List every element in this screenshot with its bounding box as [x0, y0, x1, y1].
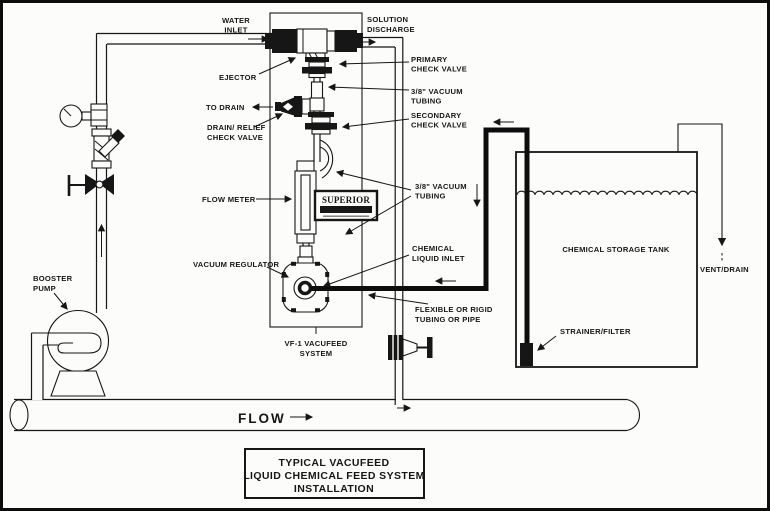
- pump-volute: [31, 332, 102, 354]
- pressure-gauge: [59, 103, 108, 128]
- strainer-filter: [520, 343, 533, 366]
- label-secondary-check-valve-2: CHECK VALVE: [411, 121, 467, 130]
- label-chemical-storage-tank: CHEMICAL STORAGE TANK: [562, 245, 670, 254]
- secondary-check-valve: [305, 112, 337, 135]
- label-flexible-tubing-2: TUBING OR PIPE: [415, 315, 481, 324]
- y-strainer: [91, 128, 125, 169]
- label-secondary-check-valve-1: SECONDARY: [411, 111, 462, 120]
- title-line-1: TYPICAL VACUFEED: [278, 457, 389, 469]
- label-vacuum-regulator: VACUUM REGULATOR: [193, 260, 280, 269]
- label-strainer-filter: STRAINER/FILTER: [560, 327, 631, 336]
- vacufeed-cabinet: [269, 12, 363, 334]
- label-vacuum-tubing-mid-2: TUBING: [415, 192, 446, 201]
- label-to-drain: TO DRAIN: [206, 103, 245, 112]
- vent-drain-pipe: [677, 123, 727, 261]
- vacuum-regulator: [281, 256, 330, 313]
- vacuum-tubing-loop: [313, 134, 334, 179]
- pipe-end-cap-right: [626, 398, 641, 432]
- label-booster-pump-2: PUMP: [33, 284, 56, 293]
- ejector: [265, 28, 363, 60]
- label-water-inlet-1: WATER: [222, 16, 250, 25]
- pipe-end-cap-left: [9, 399, 29, 431]
- label-vent-drain: VENT/DRAIN: [700, 265, 749, 274]
- label-drain-relief-1: DRAIN/ RELIEF: [207, 123, 266, 132]
- gauge-needle: [63, 108, 72, 117]
- label-flexible-tubing-1: FLEXIBLE OR RIGID: [415, 305, 493, 314]
- superior-logo-plate: SUPERIOR: [313, 189, 379, 222]
- title-line-3: INSTALLATION: [294, 483, 374, 495]
- label-vf1-system-2: SYSTEM: [300, 349, 333, 358]
- label-drain-relief-2: CHECK VALVE: [207, 133, 263, 142]
- label-vacuum-tubing-mid-1: 3/8" VACUUM: [415, 182, 467, 191]
- pump-base: [50, 370, 106, 397]
- water-level-wave: [516, 190, 698, 196]
- label-flow: FLOW: [238, 411, 286, 426]
- label-chemical-liquid-inlet-1: CHEMICAL: [412, 244, 454, 253]
- label-booster-pump-1: BOOSTER: [33, 274, 73, 283]
- riser-shutoff-valve: [67, 174, 114, 196]
- label-flow-meter: FLOW METER: [202, 195, 256, 204]
- label-water-inlet-2: INLET: [224, 26, 247, 35]
- water-inlet-pipe: [95, 32, 273, 313]
- superior-logo-text: SUPERIOR: [322, 195, 370, 205]
- label-primary-check-valve-2: CHECK VALVE: [411, 65, 467, 74]
- main-water-pipe: [9, 398, 641, 432]
- label-ejector: EJECTOR: [219, 73, 257, 82]
- chemical-inlet-port: [297, 280, 313, 296]
- logo-banner: [320, 206, 372, 213]
- label-solution-discharge-1: SOLUTION: [367, 15, 408, 24]
- text-labels: WATER INLET SOLUTION DISCHARGE EJECTOR P…: [33, 15, 749, 426]
- label-vf1-system-1: VF-1 VACUFEED: [284, 339, 347, 348]
- drain-relief-check-valve: [275, 96, 325, 117]
- booster-pump: [30, 309, 110, 400]
- chemical-feed-line: [311, 118, 533, 366]
- label-solution-discharge-2: DISCHARGE: [367, 25, 415, 34]
- leader-lines: [53, 57, 557, 351]
- strainer-cap: [111, 129, 125, 143]
- discharge-shutoff-valve: [388, 335, 433, 360]
- valve-handwheel: [427, 337, 433, 358]
- primary-check-valve: [302, 57, 332, 79]
- label-vacuum-tubing-top-2: TUBING: [411, 97, 442, 106]
- label-primary-check-valve-1: PRIMARY: [411, 55, 448, 64]
- title-line-2: LIQUID CHEMICAL FEED SYSTEM: [243, 470, 425, 482]
- chemical-storage-tank: [515, 151, 698, 368]
- label-chemical-liquid-inlet-2: LIQUID INLET: [412, 254, 465, 263]
- title-box: TYPICAL VACUFEED LIQUID CHEMICAL FEED SY…: [243, 448, 425, 499]
- flow-meter: [294, 160, 317, 244]
- label-vacuum-tubing-top-1: 3/8" VACUUM: [411, 87, 463, 96]
